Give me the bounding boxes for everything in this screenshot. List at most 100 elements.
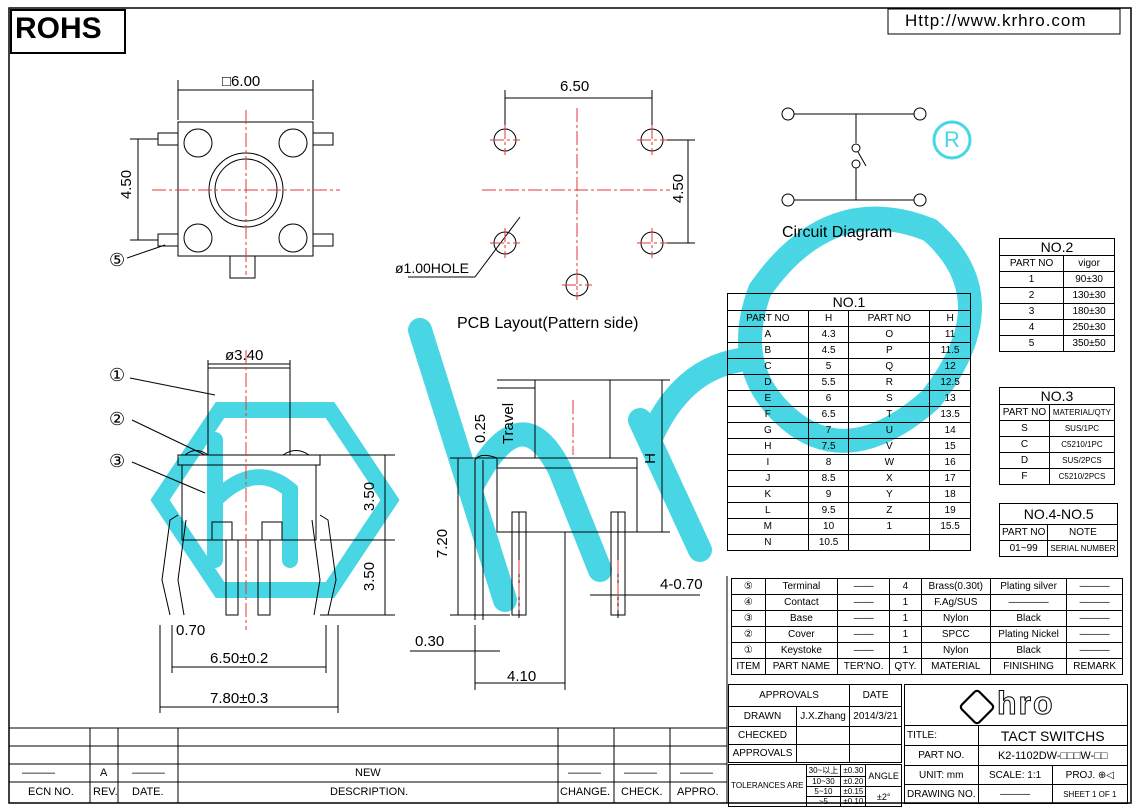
url-box bbox=[887, 8, 1121, 35]
table-cell: SPCC bbox=[920, 626, 991, 643]
svg-text:R: R bbox=[944, 127, 960, 152]
table-cell: Nylon bbox=[920, 642, 991, 659]
table-cell: F bbox=[727, 406, 809, 423]
table-cell: P bbox=[848, 342, 931, 359]
table-cell: Contact bbox=[764, 594, 839, 611]
table-cell: ——— bbox=[1066, 594, 1123, 611]
tol-value: ±0.10 bbox=[840, 796, 867, 807]
tol-value: ±0.30 bbox=[840, 764, 867, 777]
table-cell: D bbox=[999, 452, 1050, 469]
table-cell: F.Ag/SUS bbox=[920, 594, 991, 611]
top-view bbox=[126, 80, 334, 279]
circuit-diagram-label: Circuit Diagram bbox=[782, 224, 893, 241]
table-cell: 1 bbox=[889, 642, 922, 659]
table-cell bbox=[848, 534, 931, 551]
table-cell: B bbox=[727, 342, 809, 359]
table-cell: 130±30 bbox=[1063, 287, 1115, 304]
table-cell: 350±50 bbox=[1063, 335, 1115, 352]
rev-appro-value: ——— bbox=[680, 767, 713, 779]
angle-value: ±2° bbox=[865, 786, 902, 807]
callout-5: ⑤ bbox=[109, 250, 126, 270]
table-cell: O bbox=[848, 326, 931, 343]
table-cell: ——— bbox=[1066, 642, 1123, 659]
drawing-no-label: DRAWING NO. bbox=[904, 784, 979, 804]
rev-check-value: ——— bbox=[624, 767, 657, 779]
table-cell: —— bbox=[837, 578, 891, 595]
rev-header-appro: APPRO. bbox=[677, 786, 719, 798]
table-cell: ④ bbox=[731, 594, 766, 611]
dim-070: 0.70 bbox=[176, 622, 206, 639]
bom-header: TER'NO. bbox=[837, 658, 891, 675]
hro-hex-icon bbox=[957, 687, 997, 727]
tol-value: ±0.15 bbox=[840, 786, 867, 797]
table-cell: C bbox=[727, 358, 809, 375]
date-header: DATE bbox=[849, 684, 902, 707]
table-cell: F bbox=[999, 468, 1050, 485]
projection: PROJ. ⊕◁ bbox=[1051, 765, 1129, 785]
table-no3-title: NO.3 bbox=[999, 387, 1115, 405]
rev-rev-value: A bbox=[100, 767, 108, 779]
table-cell: ② bbox=[731, 626, 766, 643]
table-header: MATERIAL/QTY bbox=[1048, 404, 1116, 421]
table-cell: C5210/2PCS bbox=[1048, 468, 1116, 485]
table-cell: ———— bbox=[989, 594, 1068, 611]
approvals-label: APPROVALS bbox=[728, 744, 797, 763]
table-cell: Plating Nickel bbox=[989, 626, 1068, 643]
scale-label: SCALE: 1:1 bbox=[977, 765, 1053, 785]
bom-header: MATERIAL bbox=[920, 658, 991, 675]
table-cell: 6 bbox=[807, 390, 850, 407]
table-header: PART NO bbox=[848, 310, 931, 327]
table-cell: D bbox=[727, 374, 809, 391]
table-cell: M bbox=[727, 518, 809, 535]
bom-header: ITEM bbox=[731, 658, 766, 675]
table-no45-title: NO.4-NO.5 bbox=[998, 503, 1119, 525]
tol-range: 5~10 bbox=[805, 786, 842, 797]
table-cell: Black bbox=[989, 610, 1068, 627]
table-cell: Y bbox=[848, 486, 931, 503]
dim-side-h2: 3.50 bbox=[361, 561, 379, 592]
table-no45: NO.4-NO.5 PART NO NOTE 01~99 SERIAL NUMB… bbox=[998, 503, 1119, 557]
table-cell: T bbox=[848, 406, 931, 423]
website-url[interactable]: Http://www.krhro.com bbox=[905, 11, 1087, 30]
table-cell: 7.5 bbox=[807, 438, 850, 455]
table-cell: 12.5 bbox=[929, 374, 971, 391]
callout-1: ① bbox=[109, 365, 126, 385]
table-cell: 17 bbox=[929, 470, 971, 487]
front-view bbox=[129, 360, 395, 713]
rev-date-value: ——— bbox=[132, 767, 165, 779]
table-cell: V bbox=[848, 438, 931, 455]
table-cell: 7 bbox=[807, 422, 850, 439]
table-cell: 18 bbox=[929, 486, 971, 503]
rev-ecn-value: ——— bbox=[22, 767, 55, 779]
table-cell: 180±30 bbox=[1063, 303, 1115, 320]
table-cell: Z bbox=[848, 502, 931, 519]
table-cell: 11.5 bbox=[929, 342, 971, 359]
table-cell: 1 bbox=[998, 271, 1065, 288]
rev-header-change: CHANGE. bbox=[560, 786, 611, 798]
table-cell: L bbox=[727, 502, 809, 519]
table-cell: —— bbox=[837, 642, 891, 659]
table-cell: Q bbox=[848, 358, 931, 375]
table-cell: 1 bbox=[848, 518, 931, 535]
table-cell: 15 bbox=[929, 438, 971, 455]
dim-h: H bbox=[641, 453, 659, 464]
table-cell: 9 bbox=[807, 486, 850, 503]
dim-pcb-pitch-h: 6.50 bbox=[560, 78, 590, 95]
callout-3: ③ bbox=[109, 451, 126, 471]
rev-header-ecn: ECN NO. bbox=[28, 786, 74, 798]
table-cell: 6.5 bbox=[807, 406, 850, 423]
table-cell: 15.5 bbox=[929, 518, 971, 535]
title-value: TACT SWITCHS bbox=[977, 725, 1129, 746]
table-cell: G bbox=[727, 422, 809, 439]
angle-label: ANGLE bbox=[865, 764, 902, 787]
